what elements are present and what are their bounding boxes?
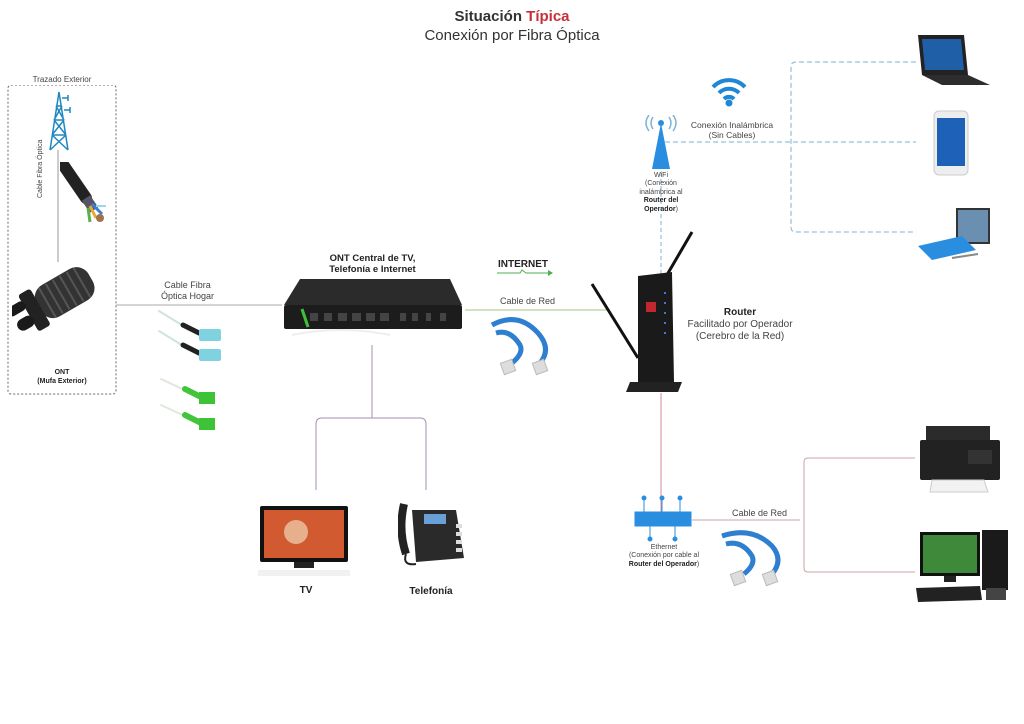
ont-to-devices-line	[315, 345, 427, 490]
tv-icon	[258, 506, 350, 576]
router-line2: Facilitado por Operador	[687, 319, 793, 330]
router-line3: (Cerebro de la Red)	[695, 331, 785, 342]
internet-arrow-line	[497, 269, 548, 274]
home-fiber-label-line2: Óptica Hogar	[160, 290, 215, 301]
cell-tower-icon	[49, 91, 71, 151]
wireless-label-line1: Conexión Inalámbrica	[690, 120, 774, 130]
smartphone-icon	[933, 110, 969, 176]
ont-mufa-title: ONT	[54, 369, 70, 376]
fiber-patch-cords-icon	[158, 310, 221, 430]
ethernet-switch-icon	[634, 495, 692, 542]
ethernet-to-devices-line	[692, 457, 915, 573]
title-accent: Típica	[526, 8, 570, 25]
tablet-icon	[918, 208, 990, 260]
ethernet-line2: (Conexión por cable al	[628, 552, 700, 560]
ont-central-label: ONT Central de TV, Telefonía e Internet	[300, 253, 445, 276]
phone-label: Telefonía	[409, 586, 453, 597]
fiber-cable-icon	[60, 162, 106, 223]
ethernet-close: )	[696, 560, 700, 568]
fiber-splice-closure-icon	[12, 267, 95, 331]
wifi-branch-dashed	[790, 61, 916, 233]
ethernet-label: Ethernet (Conexión por cable al Router d…	[622, 544, 706, 569]
router-title: Router	[723, 307, 757, 318]
ethernet-bold: Router del Operador	[628, 560, 697, 568]
ip-phone-icon	[398, 503, 464, 566]
wifi-ap-line3: inalámbrica al	[639, 188, 683, 196]
wifi-ap-line1: WiFi	[654, 172, 668, 179]
ethernet-cable-icon	[490, 317, 549, 376]
outdoor-box-border	[7, 84, 117, 395]
wifi-ap-bold1: Router del	[643, 197, 679, 205]
router-device-icon	[590, 231, 694, 392]
ont-central-device-icon	[284, 279, 462, 336]
ont-central-label-line2: Telefonía e Internet	[329, 264, 416, 276]
ethernet-cable-icon-2	[721, 530, 781, 587]
ont-mufa-subtitle: (Mufa Exterior)	[37, 378, 87, 385]
outdoor-cable-label: Cable Fibra Óptica	[37, 139, 44, 198]
wireless-label-line2: (Sin Cables)	[708, 130, 756, 141]
internet-label: INTERNET	[498, 259, 548, 270]
desktop-computer-icon	[916, 530, 1008, 602]
outdoor-box-label: Trazado Exterior	[8, 75, 116, 85]
title-bold: Situación	[454, 8, 522, 25]
wifi-ap-bold2: Operador	[644, 205, 676, 213]
wifi-ap-line2: (Conexión	[645, 180, 677, 188]
page-title: Situación Típica	[0, 8, 1024, 26]
internet-arrow-head	[548, 270, 553, 276]
printer-icon	[920, 426, 1000, 493]
wifi-ap-label: WiFi (Conexión inalámbrica al Router del…	[628, 172, 694, 214]
tv-label: TV	[299, 585, 313, 596]
ethernet-cable-label: Cable de Red	[731, 508, 788, 518]
home-fiber-label: Cable Fibra Óptica Hogar	[140, 280, 235, 302]
wifi-signal-icon	[711, 78, 747, 107]
wifi-access-point-icon	[645, 115, 677, 169]
ethernet-line1: Ethernet	[650, 544, 678, 551]
network-cable-label: Cable de Red	[499, 296, 556, 306]
wifi-ap-close: )	[675, 205, 678, 213]
laptop-icon	[918, 35, 990, 85]
home-fiber-label-line1: Cable Fibra	[164, 280, 211, 290]
router-label: Router Facilitado por Operador (Cerebro …	[682, 307, 798, 343]
page-subtitle: Conexión por Fibra Óptica	[424, 27, 600, 44]
ont-central-label-line1: ONT Central de TV,	[329, 253, 416, 264]
wireless-label: Conexión Inalámbrica (Sin Cables)	[682, 120, 782, 140]
